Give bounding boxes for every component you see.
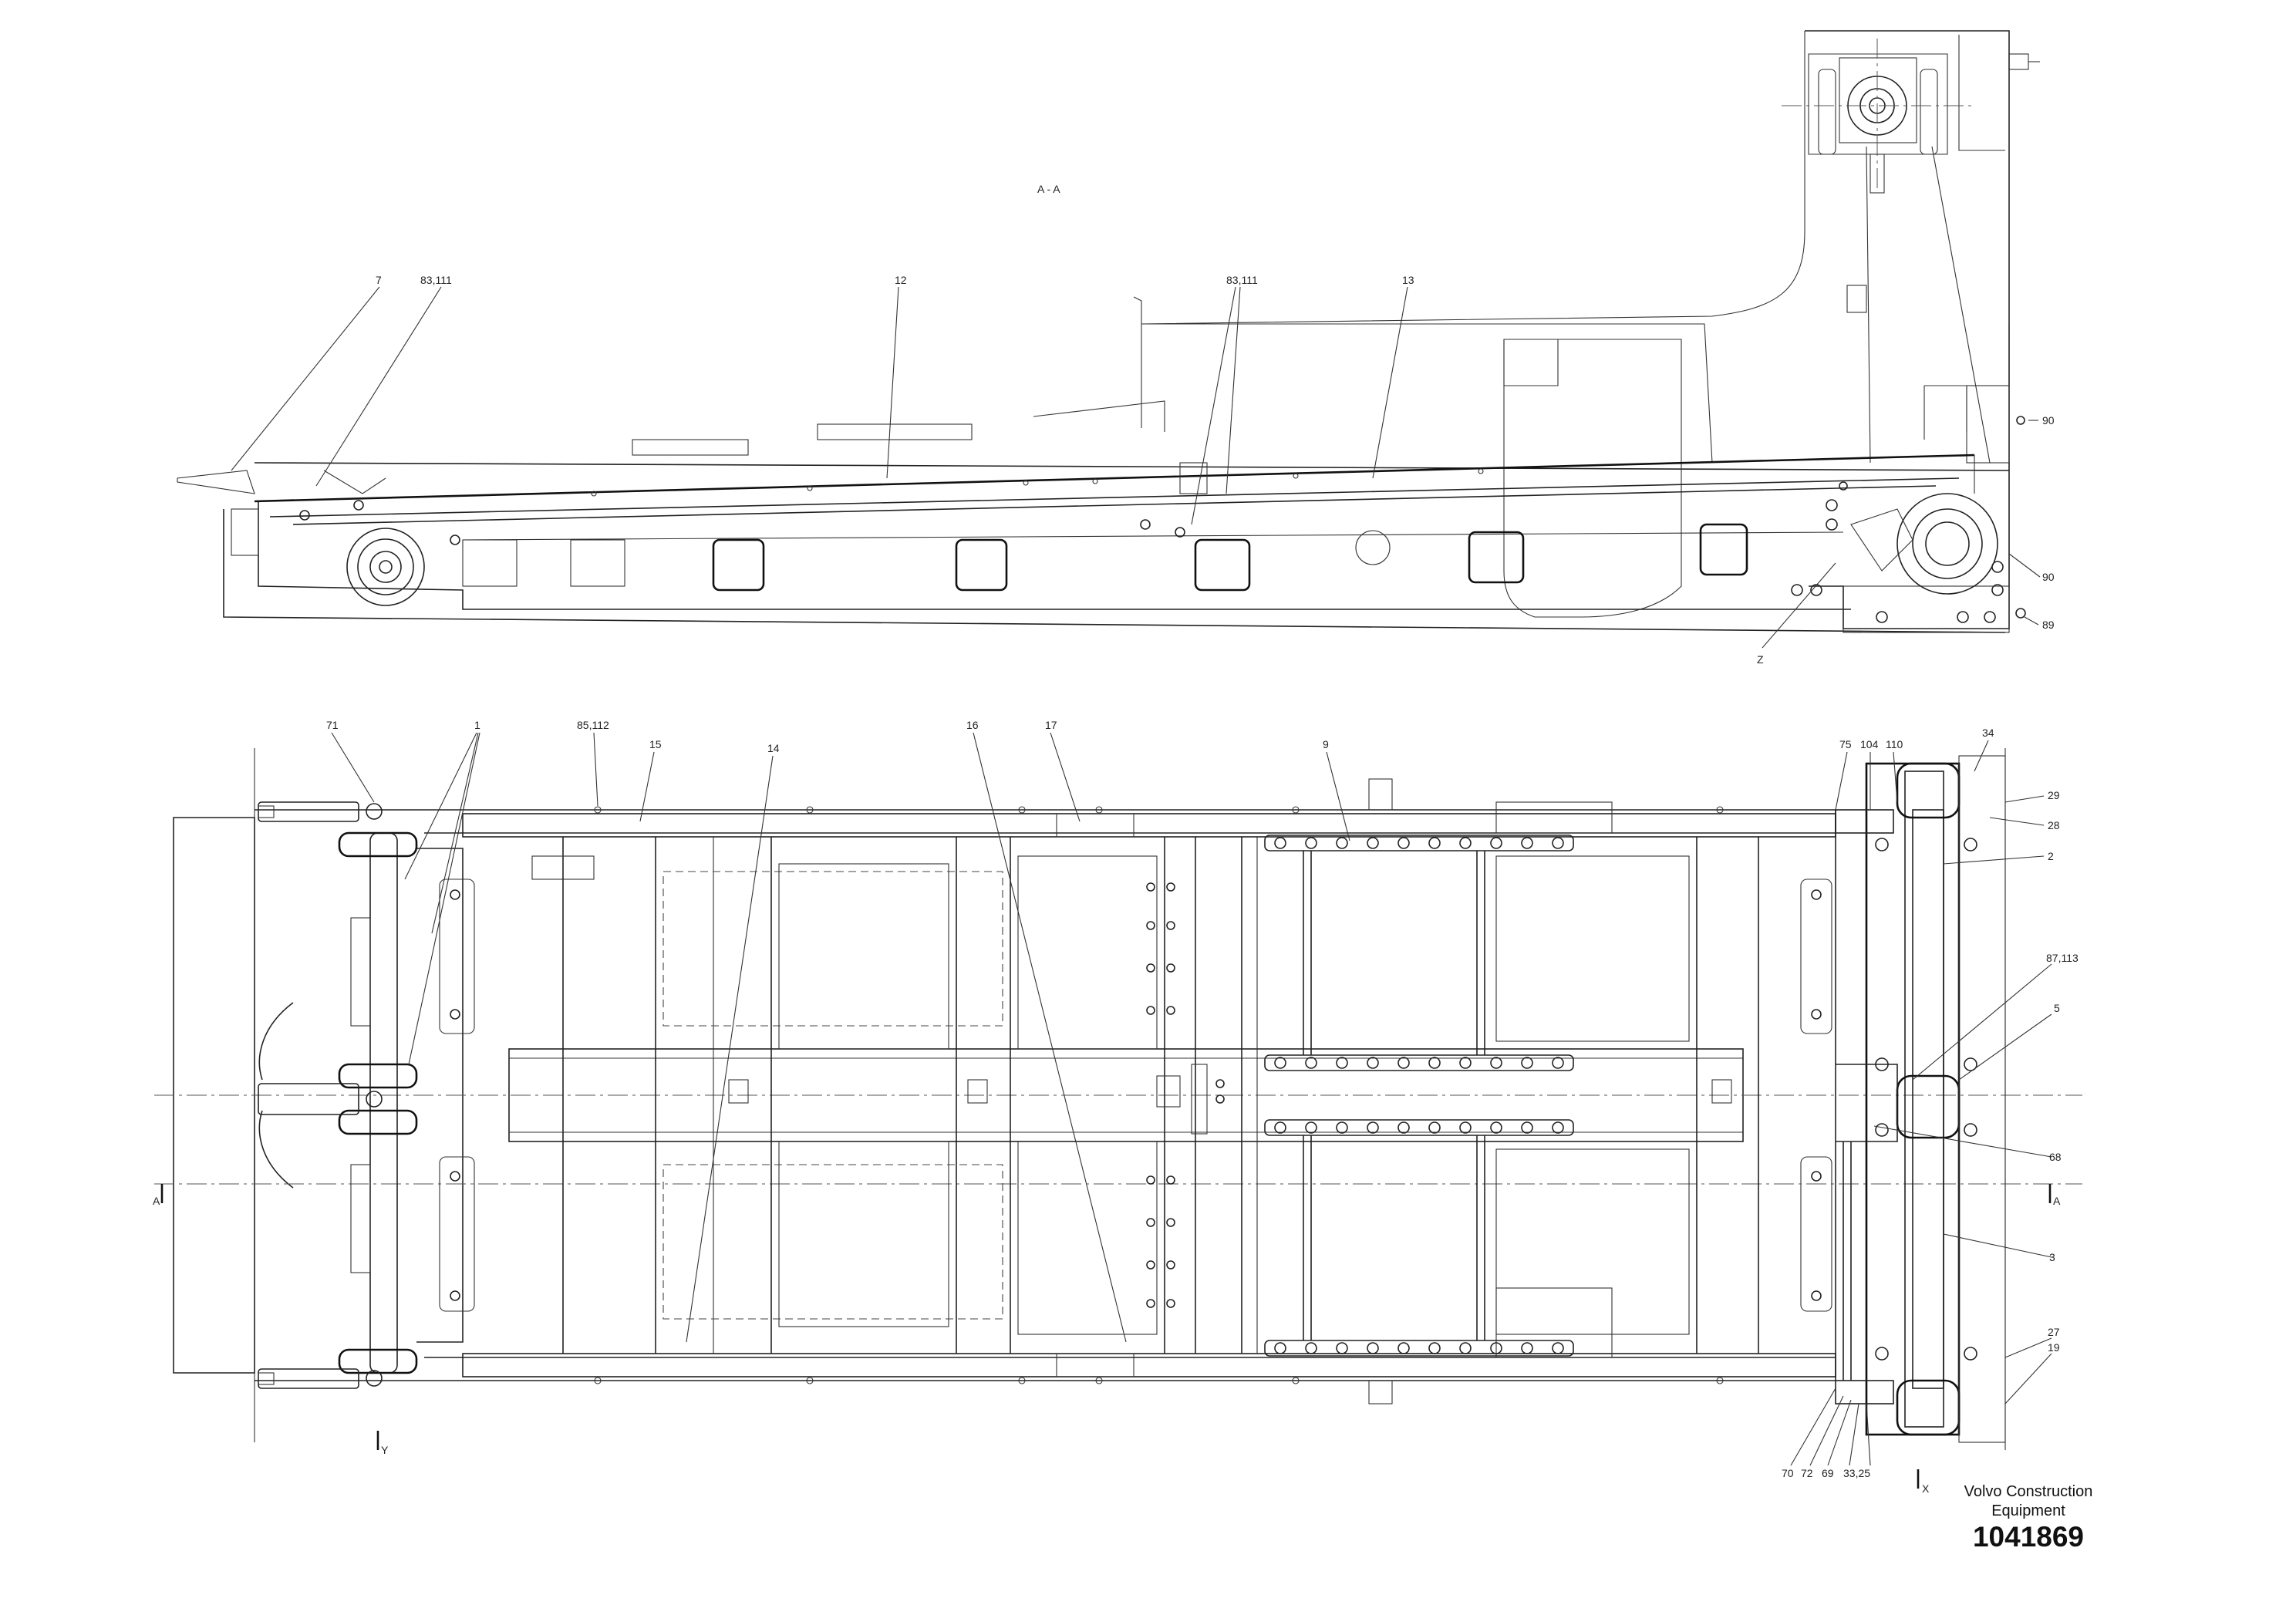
callout-70: 70 xyxy=(1782,1467,1794,1479)
brand-block: Volvo Construction Equipment xyxy=(1944,1482,2113,1521)
callout-71: 71 xyxy=(326,719,339,731)
callout-15: 15 xyxy=(649,738,662,750)
callout-83-111-left: 83,111 xyxy=(420,274,452,286)
callout-z: Z xyxy=(1757,653,1764,666)
callout-5: 5 xyxy=(2054,1002,2060,1014)
callout-68: 68 xyxy=(2049,1151,2062,1163)
callout-110: 110 xyxy=(1886,738,1903,750)
section-marker-a-left: A xyxy=(153,1195,160,1207)
callout-1: 1 xyxy=(474,719,480,731)
head-pulley-assembly xyxy=(1835,748,2006,1450)
callout-75: 75 xyxy=(1839,738,1852,750)
callout-29: 29 xyxy=(2048,789,2060,801)
section-title: A - A xyxy=(1037,183,1060,195)
callout-2: 2 xyxy=(2048,850,2054,862)
callout-85-112: 85,112 xyxy=(577,719,609,731)
callout-33-25: 33,25 xyxy=(1843,1467,1870,1479)
callout-34: 34 xyxy=(1982,727,1994,739)
callout-9: 9 xyxy=(1323,738,1329,750)
brand-line-1: Volvo Construction xyxy=(1964,1483,2093,1500)
callout-90-top: 90 xyxy=(2042,414,2055,427)
callout-19: 19 xyxy=(2048,1341,2060,1354)
document-number: 1041869 xyxy=(1972,1521,2085,1553)
callout-83-111-mid: 83,111 xyxy=(1226,274,1258,286)
callout-17: 17 xyxy=(1045,719,1057,731)
callout-72: 72 xyxy=(1801,1467,1813,1479)
plan-view: 71 1 85,112 15 14 16 17 9 75 104 110 34 … xyxy=(153,719,2082,1495)
callout-89: 89 xyxy=(2042,619,2055,631)
view-marker-y: Y xyxy=(381,1444,389,1456)
callout-87-113: 87,113 xyxy=(2046,952,2079,964)
callout-14: 14 xyxy=(767,742,780,754)
chain-strands xyxy=(1264,835,1574,1357)
callout-104: 104 xyxy=(1860,738,1879,750)
view-marker-x: X xyxy=(1922,1482,1930,1495)
callout-69: 69 xyxy=(1822,1467,1834,1479)
bolt-group-upper xyxy=(1146,882,1175,1015)
bolt-group-lower xyxy=(1146,1175,1175,1308)
callout-12: 12 xyxy=(895,274,907,286)
callout-13: 13 xyxy=(1402,274,1414,286)
callout-16: 16 xyxy=(966,719,979,731)
callout-3: 3 xyxy=(2049,1251,2055,1263)
callout-90-bottom: 90 xyxy=(2042,571,2055,583)
callout-7: 7 xyxy=(376,274,382,286)
callout-28: 28 xyxy=(2048,819,2060,831)
callout-27: 27 xyxy=(2048,1326,2060,1338)
section-marker-a-right: A xyxy=(2053,1195,2061,1207)
brand-line-2: Equipment xyxy=(1991,1502,2065,1519)
tail-pulley-assembly xyxy=(258,801,418,1389)
section-view-a-a: A - A xyxy=(177,30,2055,666)
